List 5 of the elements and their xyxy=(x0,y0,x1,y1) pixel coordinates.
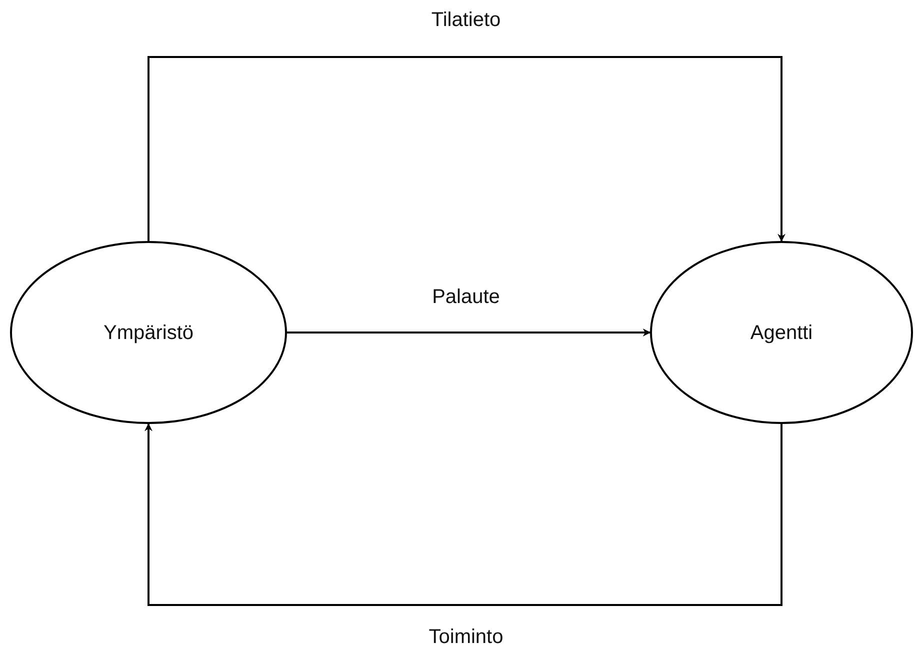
arrow xyxy=(144,423,782,606)
node-label: Ympäristö xyxy=(103,320,194,346)
node-label: Agentti xyxy=(750,320,813,346)
arrow xyxy=(148,56,786,242)
arrow xyxy=(287,328,651,336)
